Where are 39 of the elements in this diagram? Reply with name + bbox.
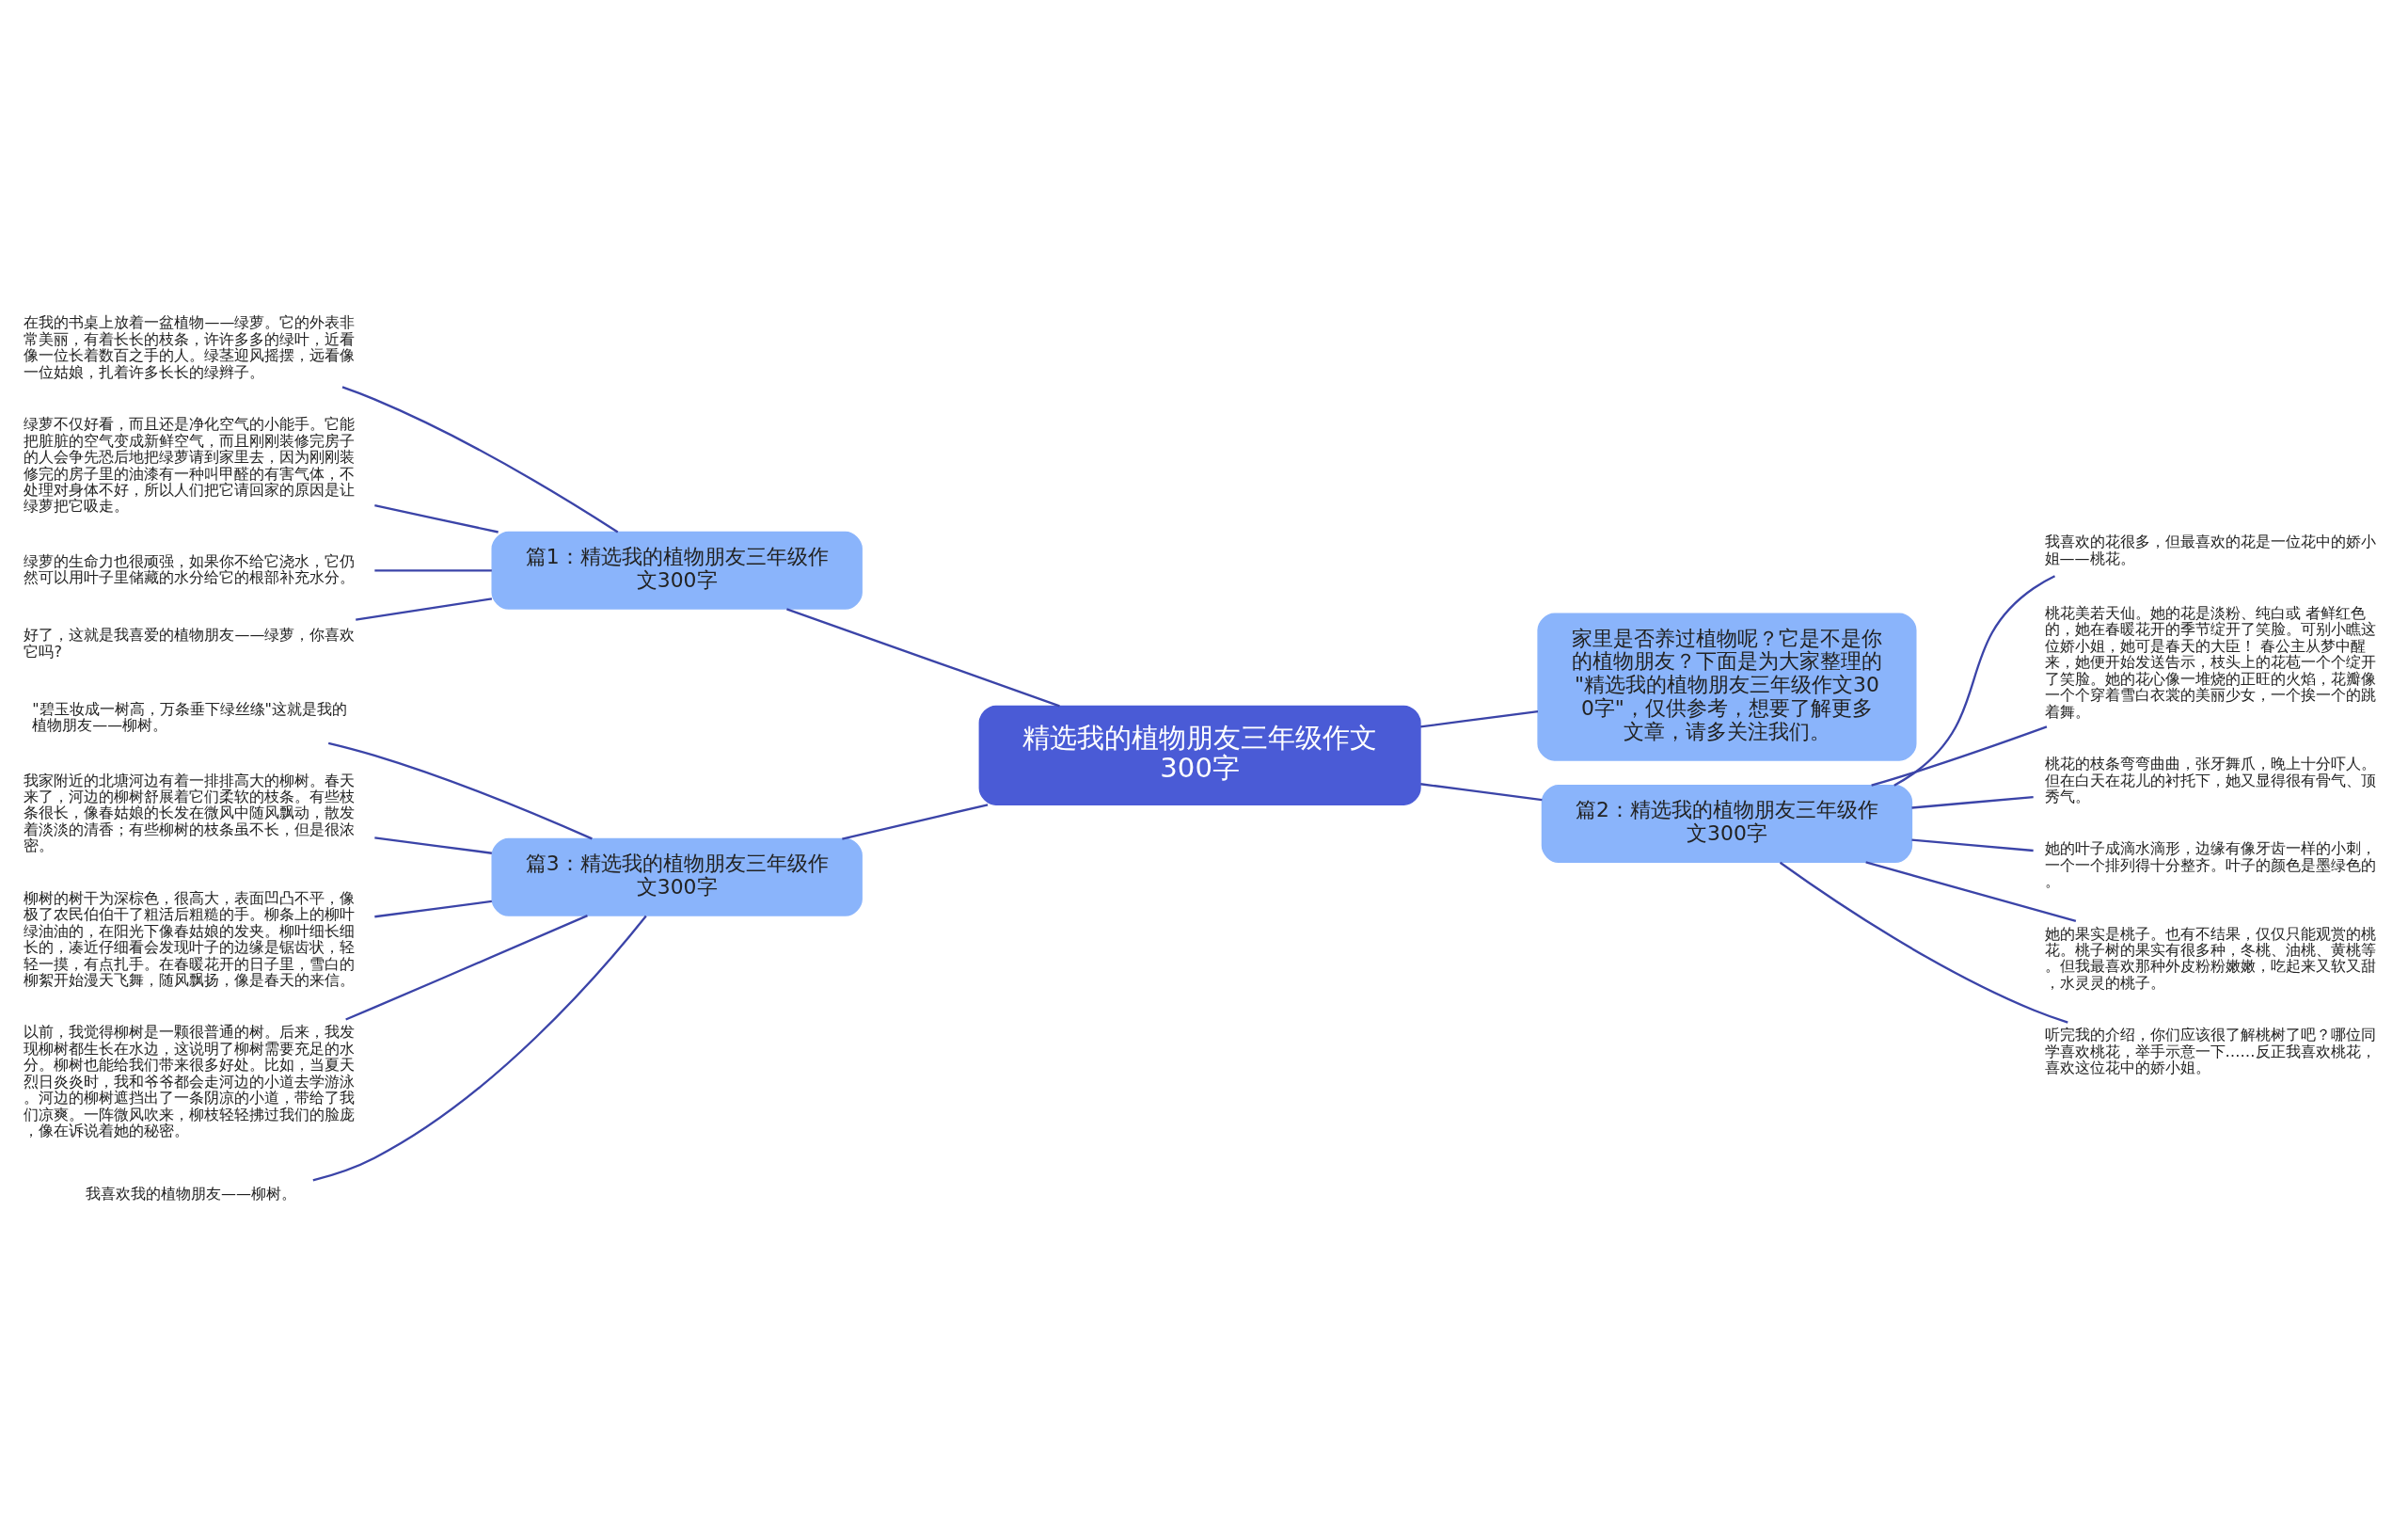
connector: [1779, 861, 2068, 1024]
node-text: 柳树的树干为深棕色，很高大，表面凹凸不平，像极了农民伯伯干了粗活后粗糙的手。柳条上的柳叶绿油油的，在阳光下像春姑娘的发夹。柳叶细长细长的，凑近仔细看会发现叶子的边缘是锯齿状，轻轻一摸，有点扎手。在春暖花开的日子里，雪白的柳絮开始漫天飞舞，随风飘扬，像是春天的来信。: [24, 888, 356, 989]
node-box: 精选我的植物朋友三年级作文300字: [978, 705, 1421, 805]
node-text: 听完我的介绍，你们应该很了解桃树了吧？哪位同学喜欢桃花，举手示意一下……反正我喜欢桃花，喜欢这位花中的娇小姐。: [2044, 1025, 2376, 1076]
connector: [327, 741, 593, 839]
node-text: 好了，这就是我喜爱的植物朋友——绿萝，你喜欢它吗?: [24, 625, 356, 661]
node-text: 绿萝的生命力也很顽强，如果你不给它浇水，它仍然可以用叶子里储藏的水分给它的根部补充水分。: [24, 551, 356, 586]
node-text: 我家附近的北塘河边有着一排排高大的柳树。春天来了，河边的柳树舒展着它们柔软的枝条。有些枝条很长，像春姑娘的长发在微风中随风飘动，散发着淡淡的清香；有些柳树的枝条虽不长，但是很浓密。: [24, 771, 356, 854]
connector: [341, 385, 619, 533]
node-text: 桃花美若天仙。她的花是淡粉、纯白或 者鲜红色的，她在春暖花开的季节绽开了笑脸。可别小瞧这位娇小姐，她可是春天的大臣！ 春公主从梦中醒来，她便开始发送告示，枝头上的花苞一个个绽开了笑脸。她的花心像一堆烧的正旺的火焰，花瓣像一个个穿着雪白衣裳的美丽少女，一个挨一个的跳着舞。: [2044, 603, 2376, 721]
connector: [374, 900, 492, 917]
node-text: 她的果实是桃子。也有不结果，仅仅只能观赏的桃花。桃子树的果实有很多种，冬桃、油桃、黄桃等。但我最喜欢那种外皮粉粉嫩嫩，吃起来又软又甜，水灵灵的桃子。: [2044, 924, 2376, 992]
connector: [1911, 795, 2034, 809]
connector: [312, 915, 647, 1181]
connector: [1893, 574, 2056, 787]
connector: [1420, 782, 1543, 801]
node-box: 篇2：精选我的植物朋友三年级作文300字: [1541, 784, 1913, 863]
connector: [1871, 725, 2048, 787]
node-box: 篇1：精选我的植物朋友三年级作文300字: [491, 531, 863, 610]
connector: [1865, 860, 2077, 922]
node-text: 桃花的枝条弯弯曲曲，张牙舞爪，晚上十分吓人。但在白天在花儿的衬托下，她又显得很有骨气、顶秀气。: [2044, 754, 2376, 805]
connector: [1911, 838, 2034, 852]
connector: [786, 607, 1060, 707]
connector: [1420, 709, 1539, 728]
node-text: 以前，我觉得柳树是一颗很普通的树。后来，我发现柳树都生长在水边，这说明了柳树需要充足的水分。柳树也能给我们带来很多好处。比如，当夏天烈日炎炎时，我和爷爷都会走河边的小道去学游泳。河边的柳树遮挡出了一条阴凉的小道，带给了我们凉爽。一阵微风吹来，柳枝轻轻拂过我们的脸庞，像在诉说着她的秘密。: [24, 1022, 356, 1139]
connector: [374, 503, 499, 534]
node-box: 篇3：精选我的植物朋友三年级作文300字: [491, 837, 863, 916]
connector: [842, 803, 989, 840]
node-text: 她的叶子成滴水滴形，边缘有像牙齿一样的小刺，一个一个排列得十分整齐。叶子的颜色是墨绿色的。: [2044, 838, 2376, 890]
node-text: 我喜欢我的植物朋友——柳树。: [85, 1184, 296, 1202]
connector: [374, 836, 492, 854]
connector: [374, 568, 492, 571]
node-text: 绿萝不仅好看，而且还是净化空气的小能手。它能把脏脏的空气变成新鲜空气，而且刚刚装修完房子的人会争先恐后地把绿萝请到家里去，因为刚刚装修完的房子里的油漆有一种叫甲醛的有害气体，不处理对身体不好，所以人们把它请回家的原因是让绿萝把它吸走。: [24, 414, 356, 515]
node-text: 在我的书桌上放着一盆植物——绿萝。它的外表非常美丽，有着长长的枝条，许许多多的绿叶，近看像一位长着数百之手的人。绿茎迎风摇摆，远看像一位姑娘，扎着许多长长的绿辫子。: [24, 312, 356, 381]
connector: [345, 914, 588, 1021]
node-text: 我喜欢的花很多，但最喜欢的花是一位花中的娇小姐——桃花。: [2044, 532, 2376, 567]
connector: [356, 597, 493, 621]
node-text: "碧玉妆成一树高，万条垂下绿丝绦"这就是我的植物朋友——柳树。: [32, 699, 347, 734]
node-box: 家里是否养过植物呢？它是不是你的植物朋友？下面是为大家整理的"精选我的植物朋友三年级作文300字"，仅供参考，想要了解更多文章，请多关注我们。: [1537, 612, 1917, 761]
